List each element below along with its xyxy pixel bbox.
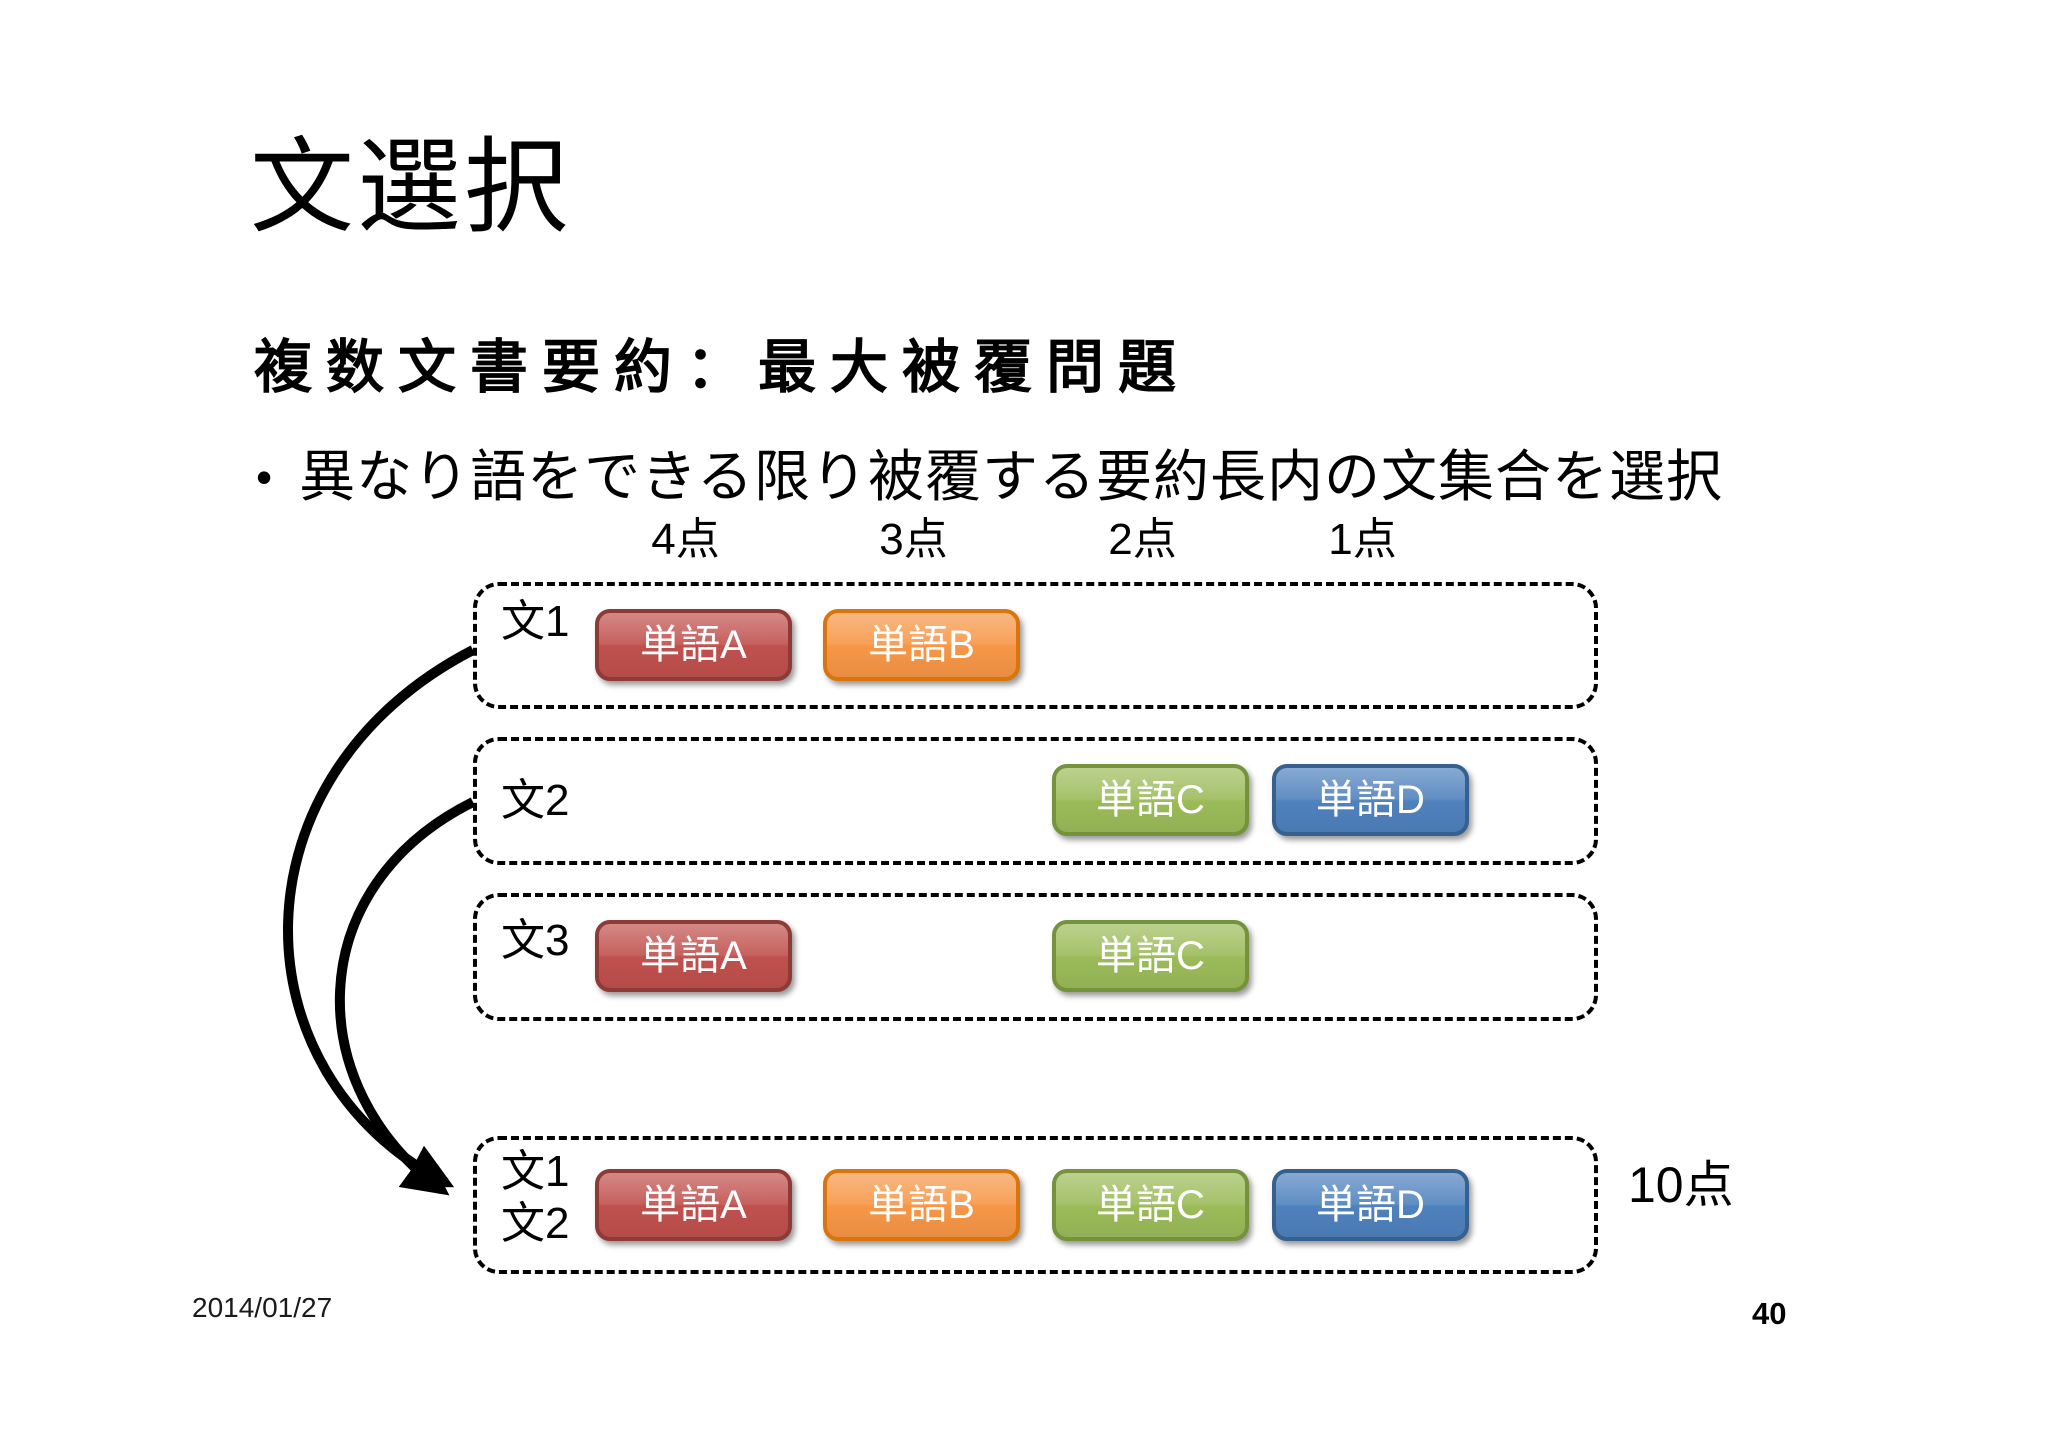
word-chip-d: 単語D (1272, 1169, 1469, 1241)
word-chip-d: 単語D (1272, 764, 1469, 836)
summary-box: 文1 文2 単語A 単語B 単語C 単語D (473, 1136, 1598, 1274)
word-chip-c: 単語C (1052, 1169, 1249, 1241)
word-chip-a: 単語A (595, 920, 792, 992)
sentence-box-3: 文3 単語A 単語C (473, 893, 1598, 1021)
word-chip-c: 単語C (1052, 764, 1249, 836)
word-chip-c: 単語C (1052, 920, 1249, 992)
page-number: 40 (1752, 1296, 1787, 1331)
word-chip-b: 単語B (823, 1169, 1020, 1241)
point-label-3: 3点 (879, 515, 948, 564)
summary-label-line1: 文1 (501, 1147, 570, 1196)
sentence-box-1: 文1 単語A 単語B (473, 582, 1598, 709)
summary-label-line2: 文2 (501, 1198, 570, 1248)
bullet-item: • 異なり語をできる限り被覆する要約長内の文集合を選択 (256, 445, 1723, 509)
bullet-marker: • (256, 451, 274, 503)
bullet-text: 異なり語をできる限り被覆する要約長内の文集合を選択 (299, 445, 1723, 508)
sentence-label: 文1 文2 (501, 1146, 569, 1250)
word-chip-a: 単語A (595, 1169, 792, 1241)
sentence-label: 文2 (501, 776, 570, 825)
point-label-1: 1点 (1328, 515, 1397, 564)
sentence-box-2: 文2 単語C 単語D (473, 737, 1598, 865)
sentence-label: 文3 (501, 916, 570, 965)
point-label-2: 2点 (1108, 515, 1177, 564)
footer-date: 2014/01/27 (192, 1292, 333, 1323)
sentence-label: 文1 (501, 597, 570, 646)
arrow-sentence2-to-summary (335, 797, 476, 1196)
section-heading: 複数文書要約：最大被覆問題 (254, 335, 1191, 400)
word-chip-a: 単語A (595, 609, 792, 681)
point-label-4: 4点 (651, 515, 720, 564)
page-title: 文選択 (250, 130, 572, 246)
total-score-label: 10点 (1628, 1157, 1734, 1213)
word-chip-b: 単語B (823, 609, 1020, 681)
arrow-sentence1-to-summary (283, 645, 476, 1188)
